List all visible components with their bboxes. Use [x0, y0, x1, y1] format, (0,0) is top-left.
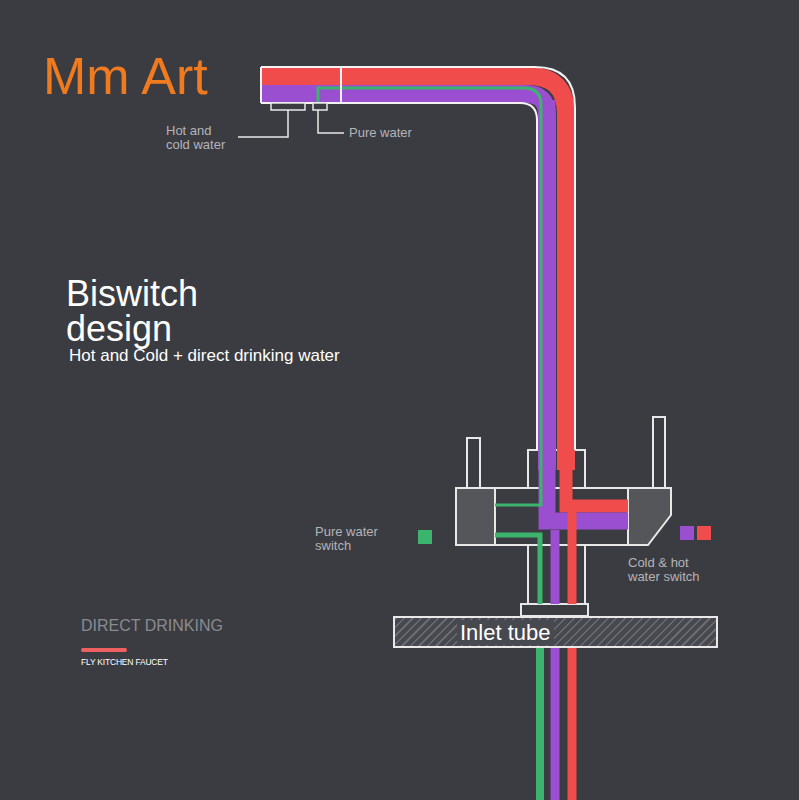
hot-cold-lever [653, 417, 665, 488]
switch-label: Cold & hot water switch [628, 556, 714, 584]
pure-water-lever [467, 438, 480, 488]
spout-outline [261, 67, 575, 450]
heading: Biswitch design [66, 276, 256, 346]
colour-square [418, 530, 432, 544]
switch-label: Pure water switch [315, 525, 395, 553]
colour-square [680, 526, 694, 540]
brand-label: DIRECT DRINKING [81, 617, 223, 635]
spout-divider [340, 67, 342, 103]
subheading: Hot and Cold + direct drinking water [69, 346, 340, 365]
hot-cold-handle [628, 488, 671, 545]
base-flange [521, 604, 588, 616]
hot-water-path [568, 512, 577, 604]
pure-water-spout [318, 88, 541, 470]
mixed-outlet [271, 103, 305, 110]
colour-square [697, 526, 711, 540]
counter-band: Inlet tube [393, 616, 718, 648]
pure-water-handle [456, 488, 495, 545]
leader-line [318, 110, 344, 133]
outlet-label: Pure water [349, 125, 412, 140]
pure-outlet [313, 103, 327, 110]
pure-water-path [495, 535, 540, 604]
cold-water-path [551, 530, 560, 604]
spout-outline [261, 103, 537, 450]
brand-label: FLY KITCHEN FAUCET [81, 657, 168, 667]
outlet-label: Hot and cold water [166, 124, 238, 152]
pure-water-path [495, 470, 541, 505]
leader-line [238, 110, 288, 137]
cold-water-spout [261, 94, 547, 470]
hot-water-spout [261, 76, 566, 470]
spout-outline [260, 67, 262, 103]
watermark: Mm Art [43, 46, 208, 106]
accent-line [83, 648, 125, 652]
band-label: Inlet tube [457, 620, 554, 645]
